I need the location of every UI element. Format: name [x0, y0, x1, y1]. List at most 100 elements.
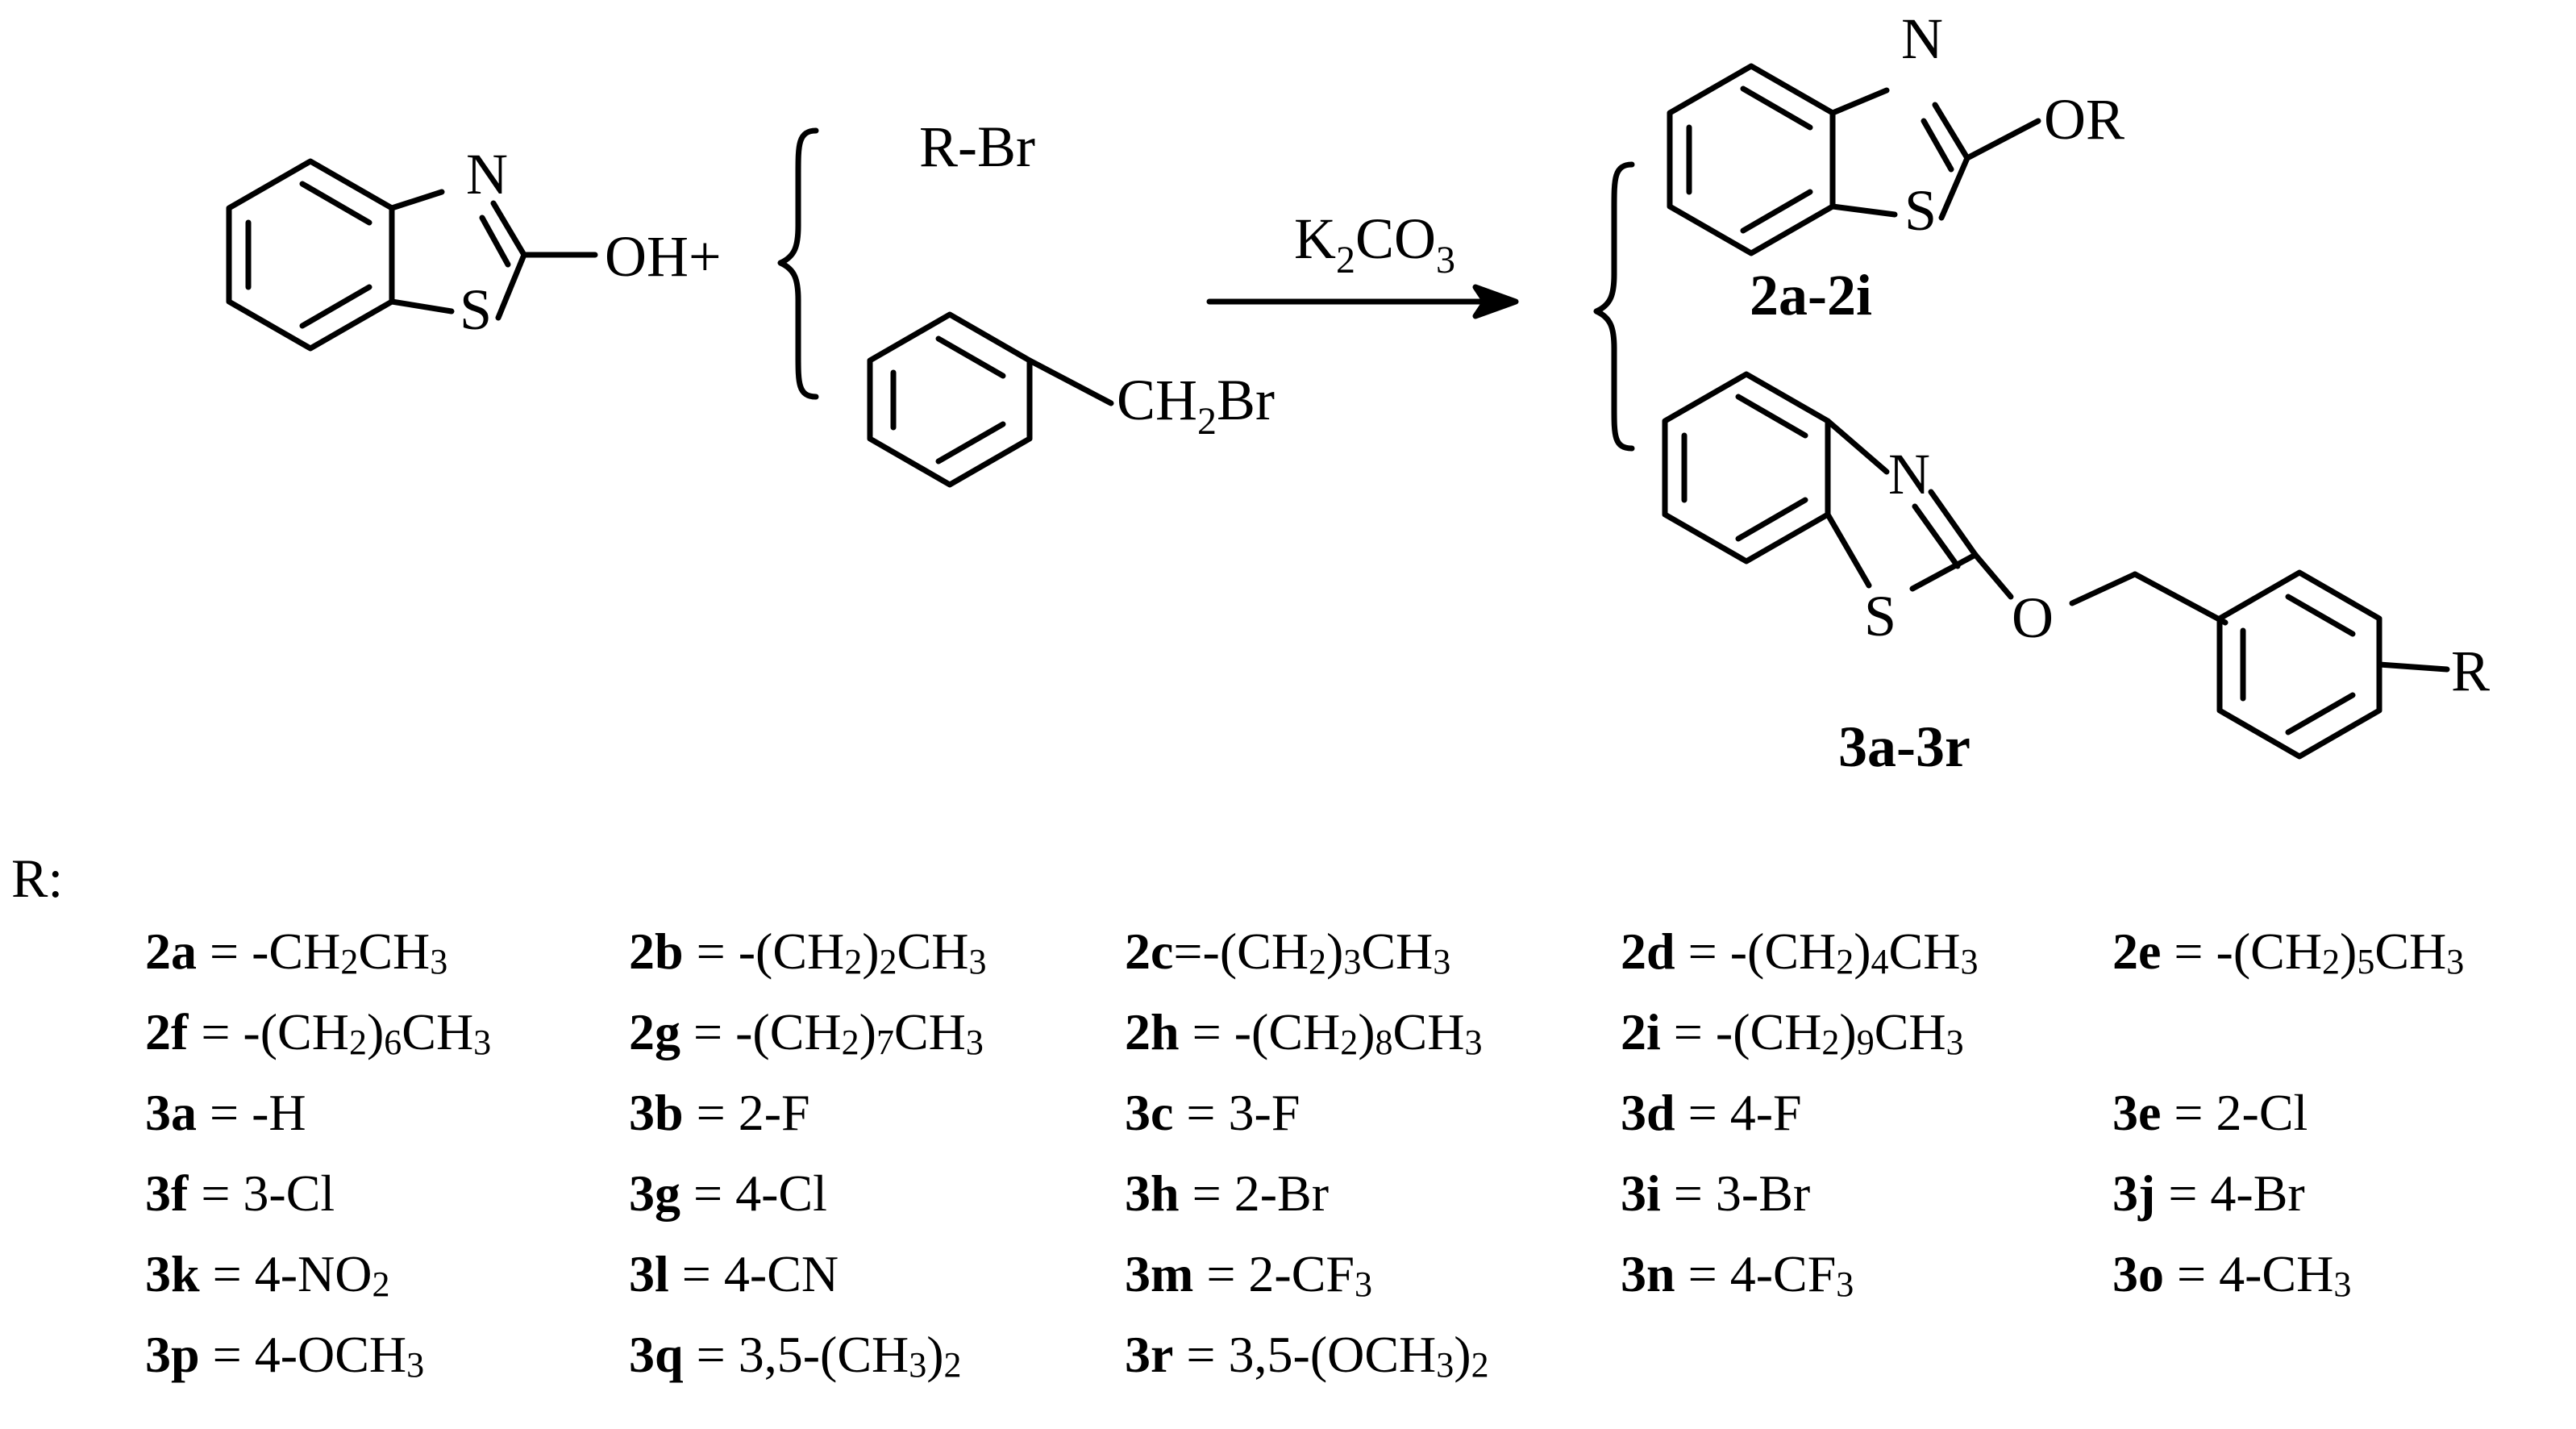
substituent-text: = 3,5-(CH: [683, 1326, 909, 1383]
substituent-text: CH: [358, 923, 431, 980]
compound-id: 2e: [2112, 923, 2162, 980]
substituent-text: = 4-NO: [199, 1245, 372, 1302]
substituent-text: = 4-OCH: [199, 1326, 407, 1383]
benzyl-bromide-ring: [867, 311, 1114, 488]
product-3-structure: [1662, 371, 2450, 760]
compound-id: 2i: [1621, 1003, 1661, 1060]
reagent-k2co3: K2CO3: [1294, 206, 1455, 281]
compound-id: 2d: [1621, 923, 1675, 980]
reactant-benzothiazole: [226, 158, 598, 352]
atom-n-product3: N: [1888, 442, 1930, 506]
compound-id: 3c: [1125, 1084, 1174, 1141]
subscript: 3: [2446, 942, 2465, 981]
subscript: 3: [1836, 1264, 1854, 1304]
hydroxy-plus-label: OH+: [605, 224, 722, 289]
benzyl-bromide-label: CH2Br: [1117, 368, 1275, 443]
substituent-text: ): [1326, 923, 1344, 980]
compound-id: 3l: [629, 1245, 669, 1302]
substituent-text: CH: [893, 1003, 966, 1060]
compound-id: 3r: [1125, 1326, 1174, 1383]
substituent-text: = 2-CF: [1193, 1245, 1355, 1302]
substituent-text: = -(CH: [1179, 1003, 1341, 1060]
substituent-text: = 3-Br: [1660, 1164, 1811, 1222]
substituent-text: = 2-Cl: [2161, 1084, 2308, 1141]
legend-entry-2c: 2c=-(CH2)3CH3: [1125, 911, 1450, 992]
substituent-text: ): [1854, 923, 1871, 980]
compound-id: 3k: [145, 1245, 200, 1302]
subscript: 2: [2322, 942, 2341, 981]
substituent-text: CH: [402, 1003, 474, 1060]
legend-row: 3f = 3-Cl 3g = 4-Cl 3h = 2-Br 3i = 3-Br 3j =…: [145, 1153, 2564, 1234]
compound-id: 3g: [629, 1164, 680, 1222]
substituent-text: CH: [2374, 923, 2447, 980]
product-2-structure: [1667, 63, 2041, 256]
subscript: 3: [430, 942, 448, 981]
subscript: 3: [406, 1345, 425, 1385]
subscript: 3: [473, 1023, 492, 1062]
compound-id: 2g: [629, 1003, 680, 1060]
substituent-text: = 2-F: [683, 1084, 810, 1141]
compound-id: 2f: [145, 1003, 189, 1060]
subscript: 3: [968, 942, 987, 981]
subscript: 6: [384, 1023, 402, 1062]
substituent-text: = 4-CH: [2164, 1245, 2334, 1302]
substituent-text: = -(CH: [680, 1003, 842, 1060]
substituent-text: = 4-Cl: [680, 1164, 827, 1222]
subscript: 3: [1436, 1345, 1454, 1385]
legend-entry-3n: 3n = 4-CF3: [1621, 1234, 1854, 1314]
substituent-text: = 3,5-(OCH: [1173, 1326, 1437, 1383]
substituent-text: = -H: [197, 1084, 306, 1141]
substituent-text: = -(CH: [1675, 923, 1837, 980]
substituent-text: = -(CH: [1660, 1003, 1822, 1060]
ring-substituent-r: R: [2451, 639, 2490, 703]
reaction-arrow: [1206, 284, 1519, 319]
legend-entry-2i: 2i = -(CH2)9CH3: [1621, 992, 1964, 1073]
atom-n-reactant: N: [466, 142, 508, 206]
substituent-text: = 4-Br: [2155, 1164, 2305, 1222]
compound-id: 3i: [1621, 1164, 1661, 1222]
reagent-brace: [777, 127, 819, 400]
subscript: 3: [1343, 942, 1362, 981]
subscript: 4: [1871, 942, 1889, 981]
compound-id: 2a: [145, 923, 197, 980]
legend-entry-3g: 3g = 4-Cl: [629, 1153, 827, 1234]
legend-entry-3i: 3i = 3-Br: [1621, 1153, 1810, 1234]
subscript: 3: [2333, 1264, 2352, 1304]
subscript: 2: [1471, 1345, 1489, 1385]
alkoxy-or-label: OR: [2044, 87, 2124, 152]
subscript: 2: [844, 942, 863, 981]
legend-entry-3j: 3j = 4-Br: [2112, 1153, 2305, 1234]
subscript: 2: [1309, 942, 1327, 981]
compound-id: 3n: [1621, 1245, 1675, 1302]
compound-id: 3m: [1125, 1245, 1194, 1302]
substituent-text: = -(CH: [2161, 923, 2323, 980]
substituent-text: = -(CH: [188, 1003, 349, 1060]
legend-entry-3q: 3q = 3,5-(CH3)2: [629, 1314, 962, 1395]
substituent-text: = 3-Cl: [188, 1164, 335, 1222]
atom-s-product3: S: [1864, 584, 1896, 648]
subscript: 7: [876, 1023, 894, 1062]
compound-id: 3q: [629, 1326, 684, 1383]
legend-entry-3k: 3k = 4-NO2: [145, 1234, 389, 1314]
substituent-text: = 4-F: [1675, 1084, 1802, 1141]
subscript: 2: [340, 942, 359, 981]
compound-id: 3f: [145, 1164, 189, 1222]
subscript: 3: [1960, 942, 1979, 981]
legend-entry-3f: 3f = 3-Cl: [145, 1153, 335, 1234]
substituent-text: = 2-Br: [1179, 1164, 1329, 1222]
substituent-text: ): [366, 1003, 385, 1060]
compound-id: 3h: [1125, 1164, 1180, 1222]
substituent-text: =-(CH: [1173, 923, 1309, 980]
legend-entry-2f: 2f = -(CH2)6CH3: [145, 992, 491, 1073]
legend-entry-3b: 3b = 2-F: [629, 1073, 810, 1153]
substituent-text: ): [2340, 923, 2358, 980]
substituent-text: = -(CH: [683, 923, 845, 980]
compound-id: 3a: [145, 1084, 197, 1141]
legend-entry-3e: 3e = 2-Cl: [2112, 1073, 2308, 1153]
legend-entry-3p: 3p = 4-OCH3: [145, 1314, 424, 1395]
subscript: 2: [1821, 1023, 1840, 1062]
subscript: 3: [1464, 1023, 1483, 1062]
